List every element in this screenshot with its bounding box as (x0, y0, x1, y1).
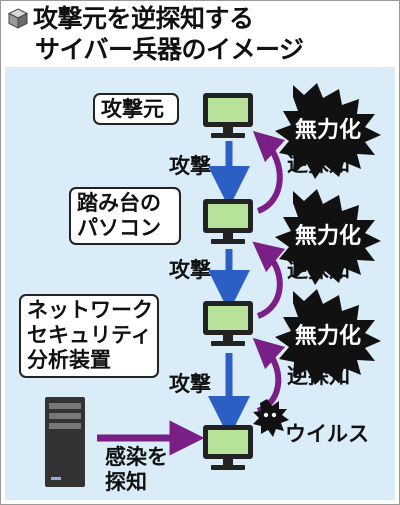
reverse-trace-label-3: 逆探知 (287, 364, 350, 388)
security-device-text-2: セキュリティ (27, 323, 152, 347)
stepping-pc-text-2: パソコン (77, 216, 161, 240)
diagram-title: 攻撃元を逆探知する サイバー兵器のイメージ (7, 3, 395, 65)
reverse-trace-arrow-1 (252, 130, 286, 214)
security-device-text-1: ネットワーク (27, 298, 153, 322)
cube-icon (7, 8, 29, 29)
burst-icon-1 (275, 83, 381, 179)
attack-label-3: 攻撃 (169, 372, 211, 396)
attack-source-label: 攻撃元 (93, 93, 179, 125)
attack-label-2: 攻撃 (169, 258, 211, 282)
monitor-icon-relay-pc (203, 301, 253, 346)
attack-source-text: 攻撃元 (101, 97, 164, 121)
attack-label-1: 攻撃 (169, 154, 211, 178)
reverse-trace-label-2: 逆探知 (287, 258, 350, 282)
burst-icon-3 (275, 289, 381, 385)
stepping-pc-label: 踏み台の パソコン (69, 187, 181, 245)
neutralize-label-3: 無力化 (295, 324, 362, 349)
virus-icon (253, 399, 289, 437)
virus-label: ウイルス (285, 422, 369, 446)
monitor-icon-stepping-pc (203, 199, 253, 244)
reverse-trace-label-1: 逆探知 (287, 152, 350, 176)
detect-infection-text-1: 感染を (105, 445, 168, 469)
reverse-trace-arrow-2 (252, 241, 286, 319)
title-line-2: サイバー兵器のイメージ (35, 35, 304, 64)
security-device-label: ネットワーク セキュリティ 分析装置 (19, 294, 159, 378)
burst-icon-2 (275, 189, 381, 285)
title-line-1: 攻撃元を逆探知する (7, 3, 395, 34)
detect-infection-label: 感染を 探知 (105, 445, 168, 495)
detect-infection-text-2: 探知 (105, 470, 147, 494)
monitor-icon-infected-pc (203, 425, 253, 470)
server-tower-icon (45, 397, 85, 487)
security-device-text-3: 分析装置 (27, 348, 111, 372)
monitor-icon-attack-source (203, 93, 253, 138)
stepping-pc-text-1: 踏み台の (77, 191, 161, 215)
title-line-1-text: 攻撃元を逆探知する (33, 4, 254, 33)
neutralize-label-2: 無力化 (295, 224, 362, 249)
neutralize-label-1: 無力化 (295, 118, 362, 143)
